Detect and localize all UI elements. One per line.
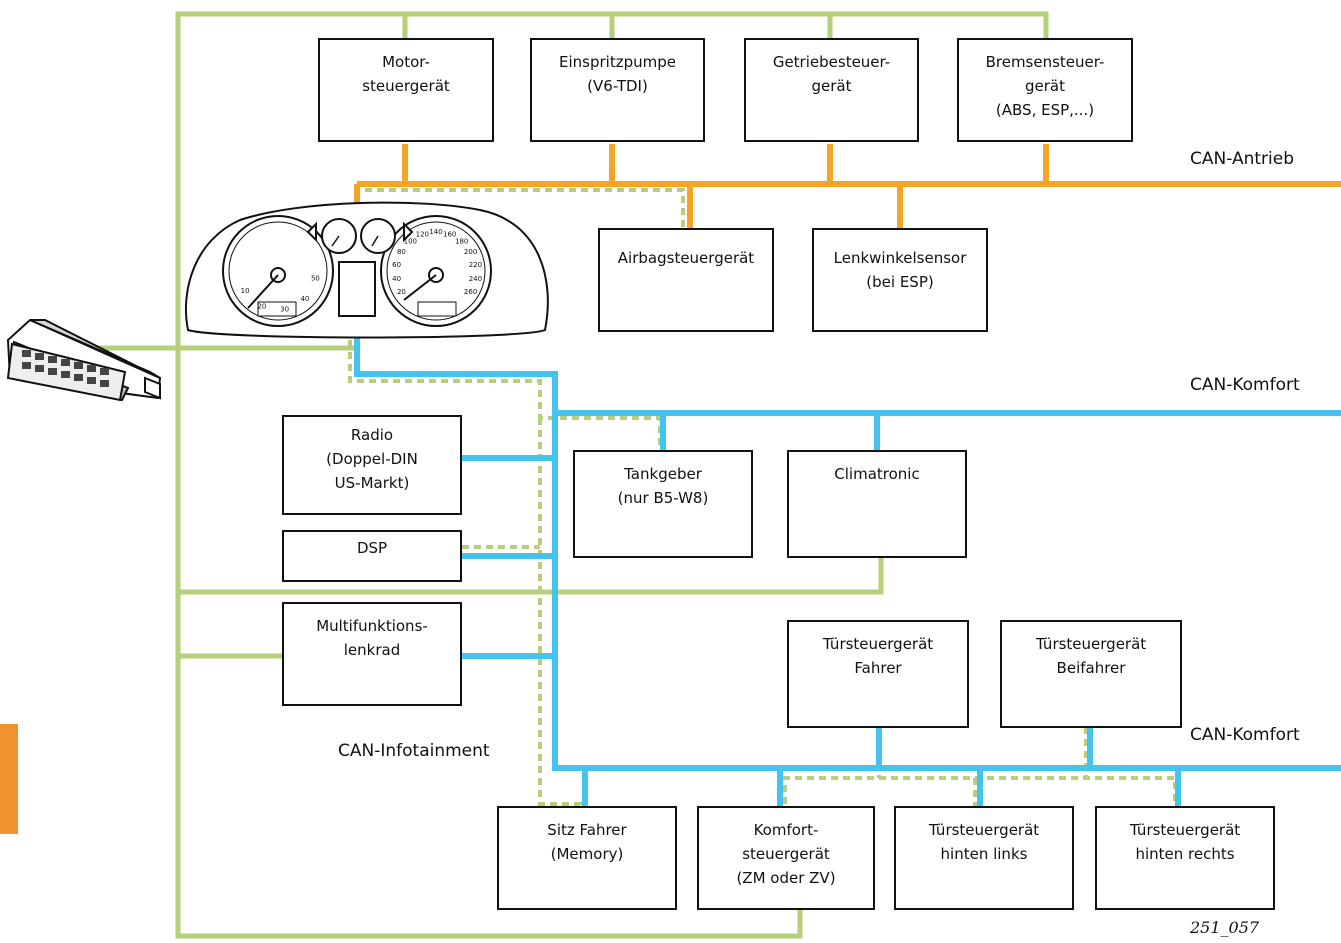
node-label: DSP <box>356 539 388 557</box>
bus-label-can-antrieb: CAN-Antrieb <box>1190 149 1295 169</box>
node-tuersteuergeraet-hinten-links: Türsteuergerät hinten links <box>894 806 1074 910</box>
node-label: (V6-TDI) <box>587 77 648 95</box>
tacho-tick-label: 40 <box>392 275 401 283</box>
node-label: (bei ESP) <box>866 273 934 291</box>
node-sitz-fahrer: Sitz Fahrer (Memory) <box>497 806 677 910</box>
node-label: hinten rechts <box>1135 845 1235 863</box>
node-label: Climatronic <box>834 465 920 483</box>
node-lenkwinkelsensor: Lenkwinkelsensor (bei ESP) <box>812 228 988 332</box>
diagnose-line-green <box>87 11 1049 939</box>
tacho-tick-label: 140 <box>429 228 442 236</box>
node-climatronic: Climatronic <box>787 450 967 558</box>
speedo-tick-label: 50 <box>311 275 320 283</box>
node-label: Getriebesteuer- <box>772 53 891 71</box>
node-label: lenkrad <box>343 641 401 659</box>
node-label: Lenkwinkelsensor <box>833 249 967 267</box>
node-label: Sitz Fahrer <box>547 821 627 839</box>
node-label: steuergerät <box>742 845 830 863</box>
node-label: Fahrer <box>854 659 902 677</box>
node-label: Türsteuergerät <box>822 635 934 653</box>
node-dsp: DSP <box>282 530 462 582</box>
tacho-tick-label: 80 <box>397 248 406 256</box>
node-label: Radio <box>350 426 394 444</box>
node-komfortsteuergeraet: Komfort- steuergerät (ZM oder ZV) <box>697 806 875 910</box>
node-getriebesteuergeraet: Getriebesteuer- gerät <box>744 38 919 142</box>
side-tab-marker <box>0 724 18 834</box>
node-label: Komfort- <box>753 821 819 839</box>
tacho-tick-label: 200 <box>464 248 477 256</box>
node-label: steuergerät <box>362 77 450 95</box>
node-label: gerät <box>1025 77 1065 95</box>
node-label: Türsteuergerät <box>1035 635 1147 653</box>
node-einspritzpumpe: Einspritzpumpe (V6-TDI) <box>530 38 705 142</box>
node-tuersteuergeraet-fahrer: Türsteuergerät Fahrer <box>787 620 969 728</box>
node-label: (Memory) <box>550 845 624 863</box>
node-label: gerät <box>811 77 852 95</box>
node-label: Motor- <box>382 53 430 71</box>
node-label: hinten links <box>940 845 1028 863</box>
figure-number: 251_057 <box>1190 918 1260 937</box>
node-tuersteuergeraet-hinten-rechts: Türsteuergerät hinten rechts <box>1095 806 1275 910</box>
node-label: Airbagsteuergerät <box>617 249 755 267</box>
node-multifunktionslenkrad: Multifunktions- lenkrad <box>282 602 462 706</box>
node-motorsteuergeraet: Motor- steuergerät <box>318 38 494 142</box>
tacho-tick-label: 260 <box>464 288 477 296</box>
tacho-tick-label: 160 <box>443 230 456 238</box>
speedo-tick-label: 40 <box>300 295 309 303</box>
tacho-tick-label: 240 <box>469 275 482 283</box>
node-tankgeber: Tankgeber (nur B5-W8) <box>573 450 753 558</box>
node-radio: Radio (Doppel-DIN US-Markt) <box>282 415 462 515</box>
speedo-tick-label: 10 <box>241 287 250 295</box>
tacho-tick-label: 180 <box>455 237 468 245</box>
tacho-tick-label: 60 <box>392 261 401 269</box>
node-bremsensteuergeraet: Bremsensteuer- gerät (ABS, ESP,...) <box>957 38 1133 142</box>
node-label: (ABS, ESP,...) <box>995 101 1095 119</box>
node-airbagsteuergeraet: Airbagsteuergerät <box>598 228 774 332</box>
tacho-tick-label: 20 <box>397 288 406 296</box>
node-label: US-Markt) <box>334 474 410 492</box>
speedo-tick-label: 20 <box>257 302 266 310</box>
node-label: Einspritzpumpe <box>559 53 676 71</box>
bus-label-can-komfort-upper: CAN-Komfort <box>1190 375 1300 395</box>
node-label: (nur B5-W8) <box>617 489 709 507</box>
can-komfort-bus <box>354 316 1341 806</box>
instrument-cluster-icon <box>184 201 549 339</box>
node-label: Türsteuergerät <box>928 821 1040 839</box>
node-label: (Doppel-DIN <box>326 450 418 468</box>
node-label: Türsteuergerät <box>1129 821 1241 839</box>
node-label: Tankgeber <box>624 465 702 483</box>
tacho-tick-label: 220 <box>469 261 482 269</box>
bus-label-can-komfort-lower: CAN-Komfort <box>1190 725 1300 745</box>
speedo-tick-label: 30 <box>280 305 289 313</box>
node-label: (ZM oder ZV) <box>736 869 836 887</box>
diagnose-connector-icon <box>6 318 162 402</box>
bus-label-can-infotainment: CAN-Infotainment <box>338 741 490 761</box>
tacho-tick-label: 100 <box>404 237 417 245</box>
can-antrieb-bus <box>354 144 1341 262</box>
tacho-tick-label: 120 <box>416 230 429 238</box>
node-label: Bremsensteuer- <box>985 53 1105 71</box>
node-label: Beifahrer <box>1056 659 1126 677</box>
node-tuersteuergeraet-beifahrer: Türsteuergerät Beifahrer <box>1000 620 1182 728</box>
node-label: Multifunktions- <box>316 617 428 635</box>
